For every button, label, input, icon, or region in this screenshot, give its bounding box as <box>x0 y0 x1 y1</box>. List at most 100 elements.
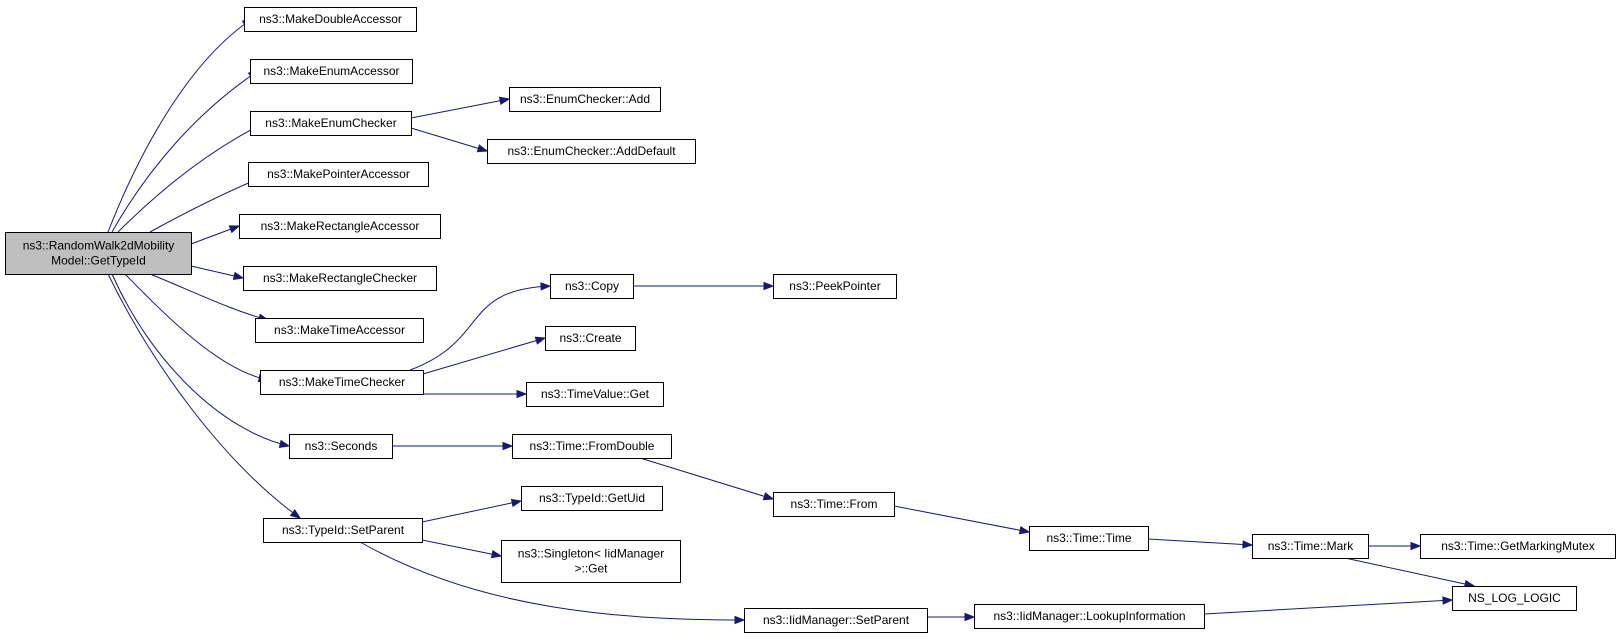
edge-root-to-make_time_accessor <box>149 273 269 321</box>
edge-time_mark-to-ns_log_logic <box>1344 557 1475 587</box>
node-label: ns3::TimeValue::Get <box>541 387 650 401</box>
edge-time_time-to-time_mark <box>1147 538 1253 546</box>
node-iid-manager-set-parent[interactable]: ns3::IidManager::SetParent <box>744 608 928 633</box>
node-box <box>239 214 441 239</box>
node-make-double-accessor[interactable]: ns3::MakeDoubleAccessor <box>244 7 417 32</box>
node-label: ns3::MakeEnumChecker <box>265 116 396 130</box>
arrowhead-time_time-to-time_mark <box>1242 540 1254 549</box>
node-enum-checker-add-default[interactable]: ns3::EnumChecker::AddDefault <box>487 139 696 164</box>
node-ns-log-logic[interactable]: NS_LOG_LOGIC <box>1452 586 1577 611</box>
node-label: ns3::Seconds <box>305 439 378 453</box>
edge-root-to-make_enum_checker <box>117 122 265 233</box>
node-singleton-get[interactable]: ns3::Singleton< IidManager>::Get <box>501 540 681 583</box>
edge-typeid_set_parent-to-singleton_get <box>421 539 502 557</box>
arrowhead-make_time_checker-to-copy <box>540 282 552 291</box>
edge-root-to-make_double_accessor <box>107 18 253 233</box>
node-peek-pointer[interactable]: ns3::PeekPointer <box>773 274 897 299</box>
node-label: ns3::MakeTimeAccessor <box>274 323 405 337</box>
node-create[interactable]: ns3::Create <box>545 326 636 351</box>
node-seconds[interactable]: ns3::Seconds <box>289 434 393 459</box>
node-copy[interactable]: ns3::Copy <box>550 274 634 299</box>
node-box <box>255 318 424 343</box>
node-time-from[interactable]: ns3::Time::From <box>773 492 895 517</box>
arrowhead-typeid_set_parent-to-iid_manager_set_parent <box>734 615 746 625</box>
node-box <box>501 540 681 583</box>
edge-root-to-make_enum_accessor <box>111 70 259 233</box>
node-box <box>250 111 412 136</box>
arrowhead-root-to-typeid_set_parent <box>289 508 302 519</box>
node-make-time-checker[interactable]: ns3::MakeTimeChecker <box>260 370 424 395</box>
node-box <box>773 492 895 517</box>
node-make-time-accessor[interactable]: ns3::MakeTimeAccessor <box>255 318 424 343</box>
node-label: ns3::PeekPointer <box>789 279 880 293</box>
node-time-get-marking-mutex[interactable]: ns3::Time::GetMarkingMutex <box>1420 534 1616 559</box>
edge-iid_manager_lookup_information-to-ns_log_logic <box>1203 599 1453 615</box>
arrowhead-root-to-make_rectangle_checker <box>232 271 245 280</box>
node-box <box>289 434 393 459</box>
arrowhead-make_time_checker-to-time_value_get <box>516 389 528 399</box>
arrowhead-make_time_checker-to-create <box>534 336 547 345</box>
node-label: ns3::Time::From <box>791 497 878 511</box>
node-box <box>1252 534 1369 559</box>
node-label: ns3::MakeRectangleChecker <box>263 271 417 285</box>
node-iid-manager-lookup-information[interactable]: ns3::IidManager::LookupInformation <box>974 604 1205 629</box>
edge-typeid_set_parent-to-iid_manager_set_parent <box>359 541 745 621</box>
arrowhead-time_from_double-to-time_from <box>762 492 775 501</box>
node-make-enum-checker[interactable]: ns3::MakeEnumChecker <box>250 111 412 136</box>
node-box <box>512 434 672 459</box>
edge-root-to-make_time_checker <box>124 273 269 381</box>
node-time-from-double[interactable]: ns3::Time::FromDouble <box>512 434 672 459</box>
arrowhead-root-to-make_rectangle_accessor <box>228 225 241 234</box>
node-typeid-get-uid[interactable]: ns3::TypeId::GetUid <box>521 486 663 511</box>
edge-time_from-to-time_time <box>893 505 1030 533</box>
arrowhead-make_enum_checker-to-enum_checker_add_default <box>476 144 489 153</box>
arrowhead-typeid_set_parent-to-singleton_get <box>490 549 503 559</box>
node-box <box>545 326 636 351</box>
arrowhead-root-to-seconds <box>278 439 291 448</box>
arrowhead-iid_manager_lookup_information-to-ns_log_logic <box>1442 596 1454 605</box>
node-label: ns3::Time::FromDouble <box>530 439 655 453</box>
node-label: ns3::Copy <box>565 279 619 293</box>
edge-make_enum_checker-to-enum_checker_add <box>410 98 510 119</box>
nodes-layer: ns3::RandomWalk2dMobilityModel::GetTypeI… <box>5 7 1616 633</box>
edge-root-to-typeid_set_parent <box>107 273 301 519</box>
node-label: ns3::MakeEnumAccessor <box>263 64 399 78</box>
node-label: ns3::MakePointerAccessor <box>267 167 410 181</box>
arrowhead-time_from-to-time_time <box>1018 526 1031 535</box>
node-box <box>744 608 928 633</box>
node-label: Model::GetTypeId <box>51 254 146 268</box>
node-box <box>248 162 429 187</box>
node-time-value-get[interactable]: ns3::TimeValue::Get <box>526 382 664 407</box>
node-label: ns3::MakeRectangleAccessor <box>261 219 420 233</box>
node-box <box>521 486 663 511</box>
node-label: NS_LOG_LOGIC <box>1468 591 1561 605</box>
node-box <box>5 232 192 275</box>
node-label: ns3::Singleton< IidManager <box>518 547 664 561</box>
node-typeid-set-parent[interactable]: ns3::TypeId::SetParent <box>263 518 423 543</box>
node-box <box>526 382 664 407</box>
node-label: ns3::MakeTimeChecker <box>279 375 405 389</box>
node-make-rectangle-checker[interactable]: ns3::MakeRectangleChecker <box>243 266 437 291</box>
arrowhead-make_enum_checker-to-enum_checker_add <box>498 96 511 105</box>
arrowhead-time_mark-to-time_get_marking_mutex <box>1410 541 1422 551</box>
node-box <box>1029 526 1149 551</box>
node-make-pointer-accessor[interactable]: ns3::MakePointerAccessor <box>248 162 429 187</box>
node-make-rectangle-accessor[interactable]: ns3::MakeRectangleAccessor <box>239 214 441 239</box>
edge-time_from_double-to-time_from <box>639 457 774 500</box>
node-label: ns3::Time::Time <box>1046 531 1131 545</box>
node-label: ns3::Time::Mark <box>1268 539 1355 553</box>
node-label: ns3::Create <box>559 331 621 345</box>
node-label: ns3::IidManager::SetParent <box>763 613 910 627</box>
node-box <box>1420 534 1616 559</box>
arrowhead-typeid_set_parent-to-typeid_get_uid <box>510 498 523 508</box>
arrowhead-copy-to-peek_pointer <box>763 281 775 291</box>
edge-make_time_checker-to-copy <box>409 285 551 371</box>
edge-root-to-seconds <box>111 273 290 447</box>
node-root[interactable]: ns3::RandomWalk2dMobilityModel::GetTypeI… <box>5 232 192 275</box>
node-enum-checker-add[interactable]: ns3::EnumChecker::Add <box>509 87 661 112</box>
node-make-enum-accessor[interactable]: ns3::MakeEnumAccessor <box>250 59 413 84</box>
node-time-time[interactable]: ns3::Time::Time <box>1029 526 1149 551</box>
node-time-mark[interactable]: ns3::Time::Mark <box>1252 534 1369 559</box>
node-box <box>509 87 661 112</box>
